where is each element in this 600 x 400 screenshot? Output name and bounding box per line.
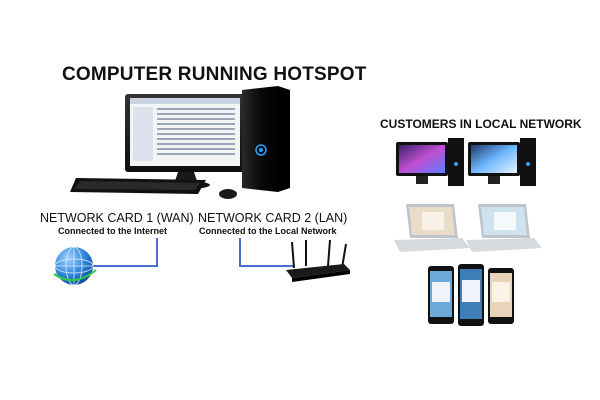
mouse-icon <box>219 189 237 199</box>
lan-link <box>239 238 294 267</box>
wan-link <box>92 238 158 267</box>
customer-laptops <box>394 204 542 252</box>
desktop-icon <box>396 138 464 186</box>
wan-card-title: NETWORK CARD 1 (WAN) <box>40 211 194 225</box>
lan-card-subtitle: Connected to the Local Network <box>199 226 337 236</box>
globe-icon <box>53 246 97 286</box>
router-icon <box>286 240 350 282</box>
phone-icon <box>458 264 484 326</box>
laptop-icon <box>394 204 470 252</box>
keyboard-icon <box>70 178 206 194</box>
customer-phones <box>428 264 514 326</box>
laptop-icon <box>466 204 542 252</box>
wan-card-subtitle: Connected to the Internet <box>58 226 168 236</box>
customer-desktops <box>396 138 536 186</box>
tower-icon <box>242 86 290 192</box>
monitor-icon <box>125 94 245 189</box>
desktop-icon <box>468 138 536 186</box>
phone-icon <box>488 268 514 324</box>
customers-title: CUSTOMERS IN LOCAL NETWORK <box>380 117 582 131</box>
diagram-title: COMPUTER RUNNING HOTSPOT <box>62 64 367 85</box>
hotspot-computer <box>70 86 290 199</box>
phone-icon <box>428 266 454 324</box>
lan-card-title: NETWORK CARD 2 (LAN) <box>198 211 348 225</box>
